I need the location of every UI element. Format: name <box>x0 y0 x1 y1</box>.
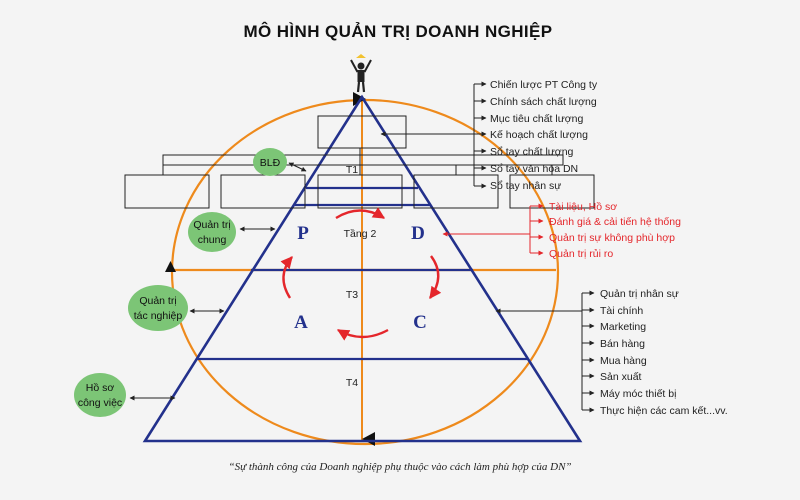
org-box-1 <box>124 174 210 209</box>
top-list-item: Sổ tay văn hóa DN <box>490 163 578 175</box>
circle-arrow-left-icon <box>165 261 176 272</box>
tier-2-label: Tầng 2 <box>344 228 377 240</box>
svg-text:tác nghiệp: tác nghiệp <box>134 310 183 322</box>
ho-so-bubble: Hồ sơ công việc <box>74 373 126 417</box>
top-list-item: Kế hoạch chất lượng <box>490 129 588 141</box>
org-box-2 <box>220 174 306 209</box>
diagram-title: MÔ HÌNH QUẢN TRỊ DOANH NGHIỆP <box>243 22 552 41</box>
svg-text:công việc: công việc <box>78 397 122 409</box>
top-list-bracket <box>380 81 487 189</box>
org-box-top <box>317 115 407 149</box>
top-list-item: Chiến lược PT Công ty <box>490 79 598 91</box>
bottom-list-item: Máy móc thiết bị <box>600 388 676 400</box>
svg-text:Quản trị: Quản trị <box>193 219 230 231</box>
top-list-item: Mục tiêu chất lượng <box>490 113 583 125</box>
bottom-list-item: Quản trị nhân sự <box>600 288 679 300</box>
red-list-item: Quản trị sự không phù hợp <box>549 232 675 244</box>
bld-bubble: BLĐ <box>253 148 287 176</box>
bottom-list: Quản trị nhân sự Tài chính Marketing Bán… <box>600 288 728 417</box>
svg-text:Hồ sơ: Hồ sơ <box>86 382 115 394</box>
footer-quote: “Sự thành công của Doanh nghiệp phụ thuộ… <box>228 461 571 473</box>
org-chart <box>124 115 595 209</box>
bubble-connectors <box>129 162 307 401</box>
red-list-item: Quản trị rủi ro <box>549 248 613 260</box>
red-list-item: Tài liệu, Hồ sơ <box>549 201 617 213</box>
bottom-list-item: Mua hàng <box>600 355 647 367</box>
red-list-bracket <box>442 203 544 256</box>
svg-text:BLĐ: BLĐ <box>260 157 281 169</box>
top-list-item: Chính sách chất lượng <box>490 96 597 108</box>
top-list-item: Sổ tay nhân sự <box>490 180 561 192</box>
red-list-item: Đánh giá & cải tiến hệ thống <box>549 216 681 228</box>
org-box-3 <box>317 174 403 209</box>
svg-text:chung: chung <box>198 234 227 246</box>
pdca-p: P <box>297 223 309 244</box>
bottom-list-item: Marketing <box>600 321 646 333</box>
pdca-a: A <box>294 312 308 333</box>
pdca-cycle-arrows <box>280 207 442 341</box>
leader-person-icon <box>350 54 372 93</box>
svg-text:Quản trị: Quản trị <box>139 295 176 307</box>
tier-4-label: T4 <box>346 377 358 389</box>
tier-1-label: T1 <box>346 164 358 176</box>
bottom-list-item: Bán hàng <box>600 338 645 350</box>
org-connector-bar <box>162 154 564 166</box>
red-list: Tài liệu, Hồ sơ Đánh giá & cải tiến hệ t… <box>549 201 681 260</box>
qt-chung-bubble: Quản trị chung <box>188 212 236 252</box>
top-list: Chiến lược PT Công ty Chính sách chất lư… <box>490 79 598 192</box>
tier-3-label: T3 <box>346 289 358 301</box>
circle-arrow-bottom-icon <box>362 432 375 446</box>
qt-tac-nghiep-bubble: Quản trị tác nghiệp <box>128 285 188 331</box>
top-list-item: Sổ tay chất lượng <box>490 146 574 158</box>
pdca-d: D <box>411 223 425 244</box>
bottom-list-item: Tài chính <box>600 305 643 317</box>
pdca-c: C <box>413 312 427 333</box>
bottom-list-bracket <box>495 290 595 413</box>
org-box-4 <box>413 174 499 209</box>
bottom-list-item: Sản xuất <box>600 371 642 383</box>
bottom-list-item: Thực hiện các cam kết...vv. <box>600 405 728 417</box>
